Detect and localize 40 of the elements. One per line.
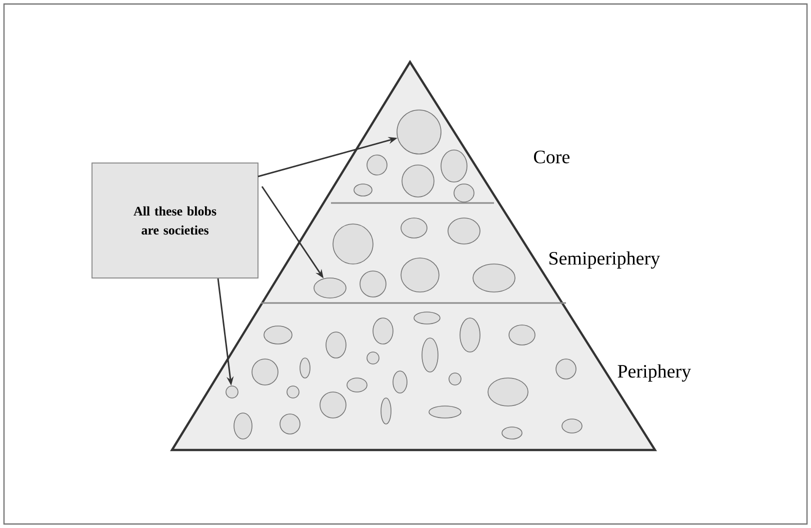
- blob: [460, 318, 480, 352]
- band-label: Core: [534, 150, 570, 164]
- blob: [400, 218, 428, 238]
- band-label: Semiperiphery: [549, 251, 660, 269]
- blob: [422, 338, 438, 372]
- blob: [402, 164, 434, 198]
- blob: [264, 326, 292, 344]
- blob: [372, 318, 394, 344]
- blob: [286, 386, 300, 398]
- blob: [454, 184, 474, 202]
- blob: [414, 312, 440, 324]
- blob: [366, 154, 388, 176]
- blob: [502, 426, 522, 440]
- blob: [332, 224, 374, 264]
- blob: [252, 358, 278, 386]
- callout-box: All these blobs are societies: [92, 162, 258, 278]
- blob: [562, 418, 582, 434]
- blob: [354, 184, 372, 196]
- blob: [392, 370, 408, 394]
- blob: [428, 406, 462, 418]
- blob: [508, 324, 536, 346]
- blob: [280, 414, 300, 434]
- blob: [472, 264, 516, 292]
- blob: [226, 386, 238, 398]
- blob: [400, 258, 440, 292]
- blob: [366, 352, 380, 364]
- band-label: Periphery: [618, 364, 691, 382]
- blob: [314, 278, 346, 298]
- blob: [320, 392, 346, 418]
- blob: [556, 358, 576, 380]
- blob: [360, 270, 386, 298]
- blob: [380, 398, 392, 424]
- blob: [488, 378, 528, 406]
- blob: [396, 110, 442, 154]
- blob: [300, 358, 310, 378]
- blob: [448, 372, 462, 386]
- blob: [234, 412, 252, 440]
- blob: [346, 378, 368, 392]
- blob: [326, 332, 346, 358]
- blob: [448, 218, 480, 244]
